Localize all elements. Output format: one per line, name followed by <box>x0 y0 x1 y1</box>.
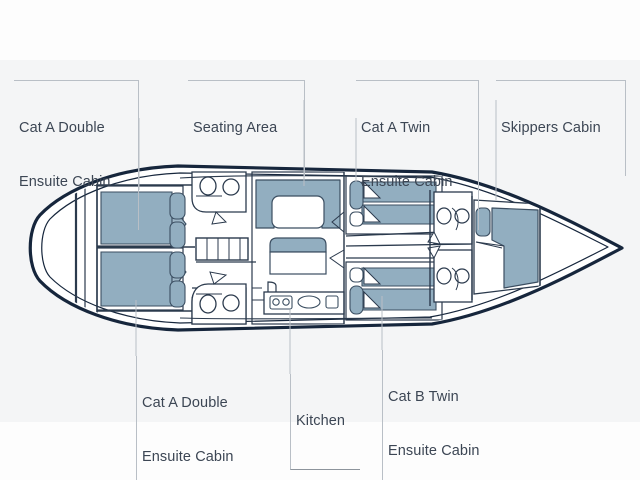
label-line-1: Cat B Twin <box>388 389 459 405</box>
label-line-1: Kitchen <box>296 413 346 429</box>
aft-head-port <box>427 191 473 245</box>
label-line-1: Cat A Double <box>19 120 105 136</box>
companionway-stairs <box>195 237 256 263</box>
label-kitchen: Kitchen <box>290 374 360 470</box>
room-cat-b-twin <box>345 257 443 321</box>
label-line-2: Ensuite Cabin <box>388 443 480 459</box>
label-line-1: Skippers Cabin <box>501 120 601 136</box>
forward-head-port <box>191 171 247 225</box>
label-line-2: Ensuite Cabin <box>19 174 111 190</box>
room-seating-area <box>251 171 345 325</box>
label-cat-a-double-forward: Cat A Double Ensuite Cabin <box>14 80 139 230</box>
label-line-1: Cat A Double <box>142 395 228 411</box>
label-line-1: Cat A Twin <box>361 120 431 136</box>
label-seating-area: Seating Area <box>188 80 305 176</box>
label-line-2: Ensuite Cabin <box>142 449 234 465</box>
label-line-2: Ensuite Cabin <box>361 174 453 190</box>
forward-head-starboard <box>191 271 247 325</box>
label-cat-b-twin: Cat B Twin Ensuite Cabin <box>382 350 504 480</box>
label-cat-a-twin: Cat A Twin Ensuite Cabin <box>356 80 479 230</box>
room-kitchen <box>263 291 345 315</box>
deck-stringers <box>179 175 433 320</box>
label-line-1: Seating Area <box>193 120 278 136</box>
label-skippers-cabin: Skippers Cabin <box>496 80 626 176</box>
aft-head-starboard <box>427 245 473 303</box>
forward-lockers <box>169 192 186 308</box>
label-cat-a-double-aft: Cat A Double Ensuite Cabin <box>136 356 258 480</box>
room-cat-a-twin <box>345 175 443 237</box>
room-skippers-cabin <box>473 199 541 295</box>
